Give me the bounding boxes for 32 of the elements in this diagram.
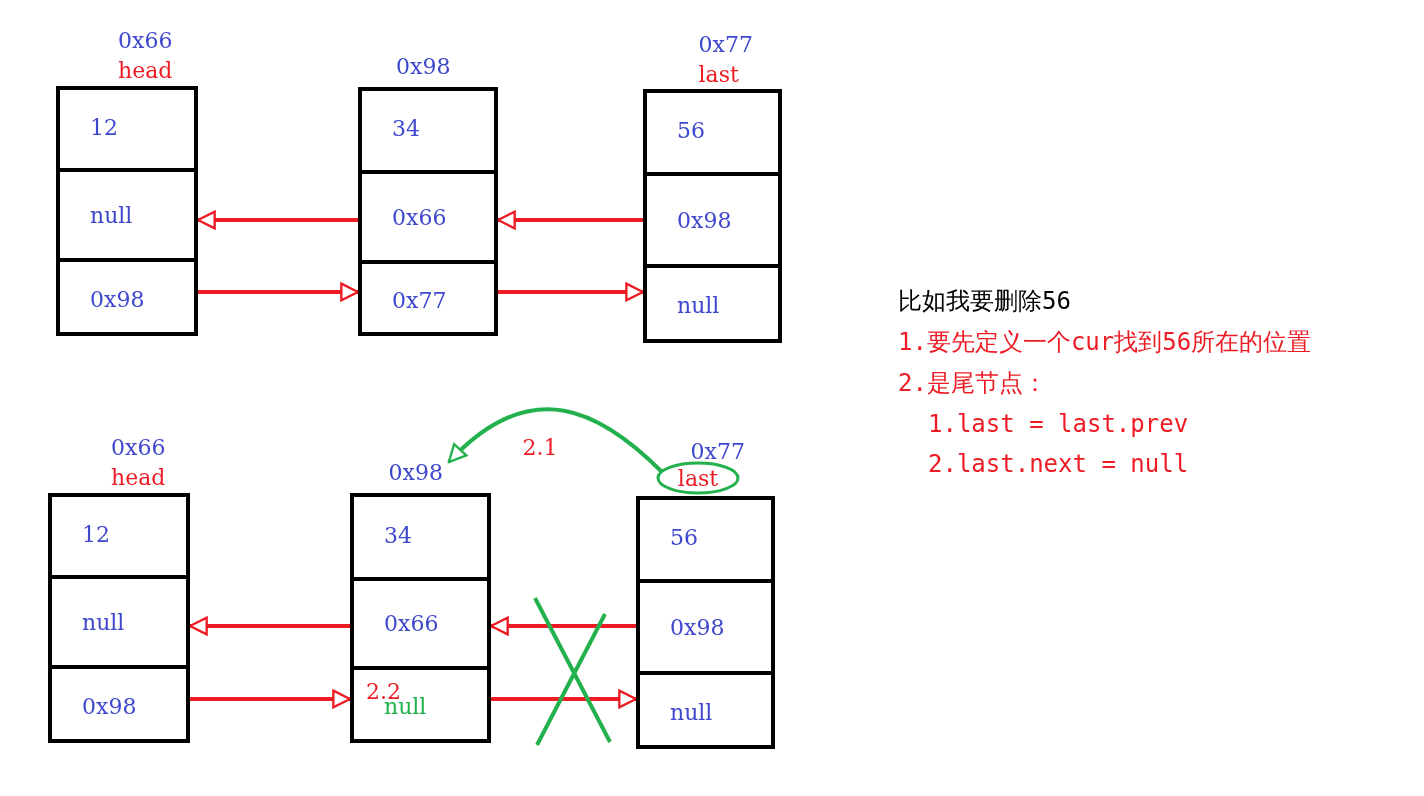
note-text: 2.last.next = null bbox=[928, 449, 1189, 479]
list-cell: 34 bbox=[362, 87, 494, 170]
pointer-label: head bbox=[118, 58, 173, 84]
list-cell: 12 bbox=[52, 493, 186, 575]
note-text: 1.last = last.prev bbox=[928, 409, 1189, 439]
note-text: 1.要先定义一个cur找到56所在的位置 bbox=[898, 327, 1312, 357]
list-cell: null bbox=[52, 575, 186, 665]
address-label: 0x77 bbox=[698, 32, 753, 58]
list-cell: 0x66 bbox=[362, 170, 494, 260]
list-cell: 56 bbox=[647, 89, 778, 172]
list-cell: null bbox=[640, 671, 771, 749]
note-text: 比如我要删除56 bbox=[898, 286, 1071, 316]
address-label: 0x66 bbox=[118, 28, 173, 54]
list-cell: 56 bbox=[640, 496, 771, 579]
list-cell: 0x66 bbox=[354, 577, 487, 666]
list-cell: 0x77 bbox=[362, 260, 494, 336]
address-label: 0x98 bbox=[396, 54, 451, 80]
note-text: 2.是尾节点： bbox=[898, 368, 1047, 398]
address-label: 0x66 bbox=[111, 435, 166, 461]
list-cell: 12 bbox=[60, 86, 194, 168]
circled-label: last bbox=[656, 461, 740, 495]
pointer-label: last bbox=[698, 62, 739, 88]
list-cell: null bbox=[647, 264, 778, 343]
list-cell: 0x98 bbox=[640, 579, 771, 671]
address-label: 0x98 bbox=[388, 460, 443, 486]
list-cell: null bbox=[60, 168, 194, 258]
list-cell: 0x98 bbox=[647, 172, 778, 264]
list-cell: 34 bbox=[354, 493, 487, 577]
list-cell: 0x98 bbox=[60, 258, 194, 336]
list-cell: 0x98 bbox=[52, 665, 186, 743]
edge-label: 2.1 bbox=[522, 435, 558, 460]
pointer-label: head bbox=[111, 465, 166, 491]
